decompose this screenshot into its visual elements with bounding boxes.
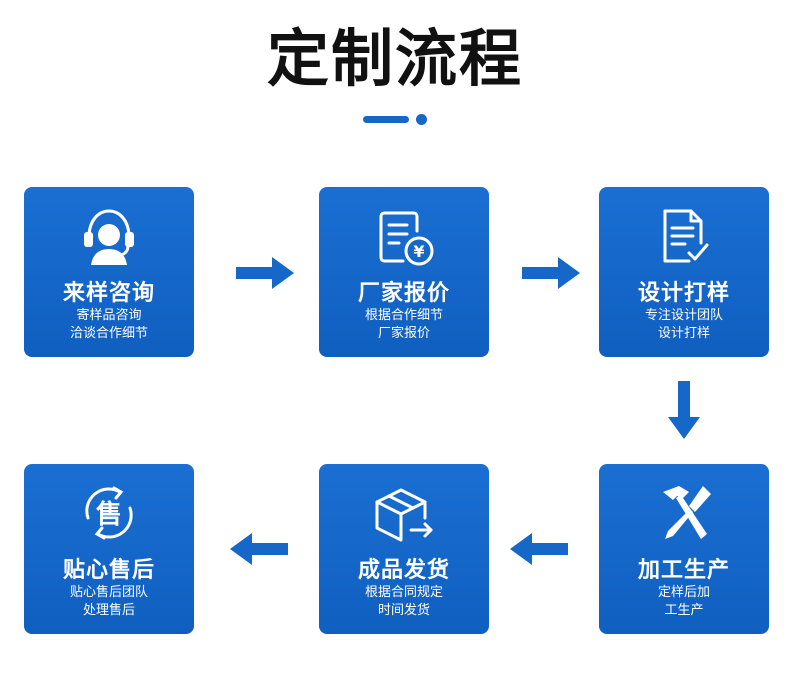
step-description: 专注设计团队 设计打样 bbox=[644, 308, 723, 341]
page-title: 定制流程 bbox=[266, 22, 523, 95]
box-shipping-icon bbox=[369, 478, 439, 548]
arrow-down-icon bbox=[668, 381, 700, 439]
step-card-after-sales: 售 贴心售后 贴心售后团队 处理售后 bbox=[24, 464, 194, 634]
step-description: 根据合同规定 时间发货 bbox=[364, 585, 443, 618]
step-card-shipping: 成品发货 根据合同规定 时间发货 bbox=[319, 464, 489, 634]
arrow-right-icon bbox=[522, 257, 580, 289]
step-card-production: 加工生产 定样后加 工生产 bbox=[599, 464, 769, 634]
step-description: 寄样品咨询 洽谈合作细节 bbox=[69, 308, 148, 341]
step-description: 定样后加 工生产 bbox=[657, 585, 710, 618]
yuan-symbol: ¥ bbox=[413, 242, 424, 261]
step-description: 根据合作细节 厂家报价 bbox=[364, 308, 443, 341]
underline-dot bbox=[416, 114, 427, 125]
after-sales-icon: 售 bbox=[74, 478, 144, 548]
document-check-icon bbox=[649, 201, 719, 271]
step-card-quote: ¥ 厂家报价 根据合作细节 厂家报价 bbox=[319, 187, 489, 357]
arrow-right-icon bbox=[236, 257, 294, 289]
step-card-consult: 来样咨询 寄样品咨询 洽谈合作细节 bbox=[24, 187, 194, 357]
step-label: 加工生产 bbox=[637, 558, 730, 583]
hammer-screwdriver-icon bbox=[649, 478, 719, 548]
step-label: 成品发货 bbox=[357, 558, 450, 583]
quote-invoice-icon: ¥ bbox=[369, 201, 439, 271]
step-label: 来样咨询 bbox=[62, 281, 155, 306]
after-sales-glyph: 售 bbox=[96, 499, 122, 530]
step-label: 厂家报价 bbox=[357, 281, 450, 306]
step-label: 设计打样 bbox=[637, 281, 730, 306]
step-card-design: 设计打样 专注设计团队 设计打样 bbox=[599, 187, 769, 357]
step-label: 贴心售后 bbox=[62, 558, 155, 583]
title-underline-decoration bbox=[363, 114, 433, 126]
headset-icon bbox=[74, 201, 144, 271]
arrow-left-icon bbox=[510, 533, 568, 565]
step-description: 贴心售后团队 处理售后 bbox=[69, 585, 148, 618]
underline-bar bbox=[363, 116, 409, 123]
arrow-left-icon bbox=[230, 533, 288, 565]
